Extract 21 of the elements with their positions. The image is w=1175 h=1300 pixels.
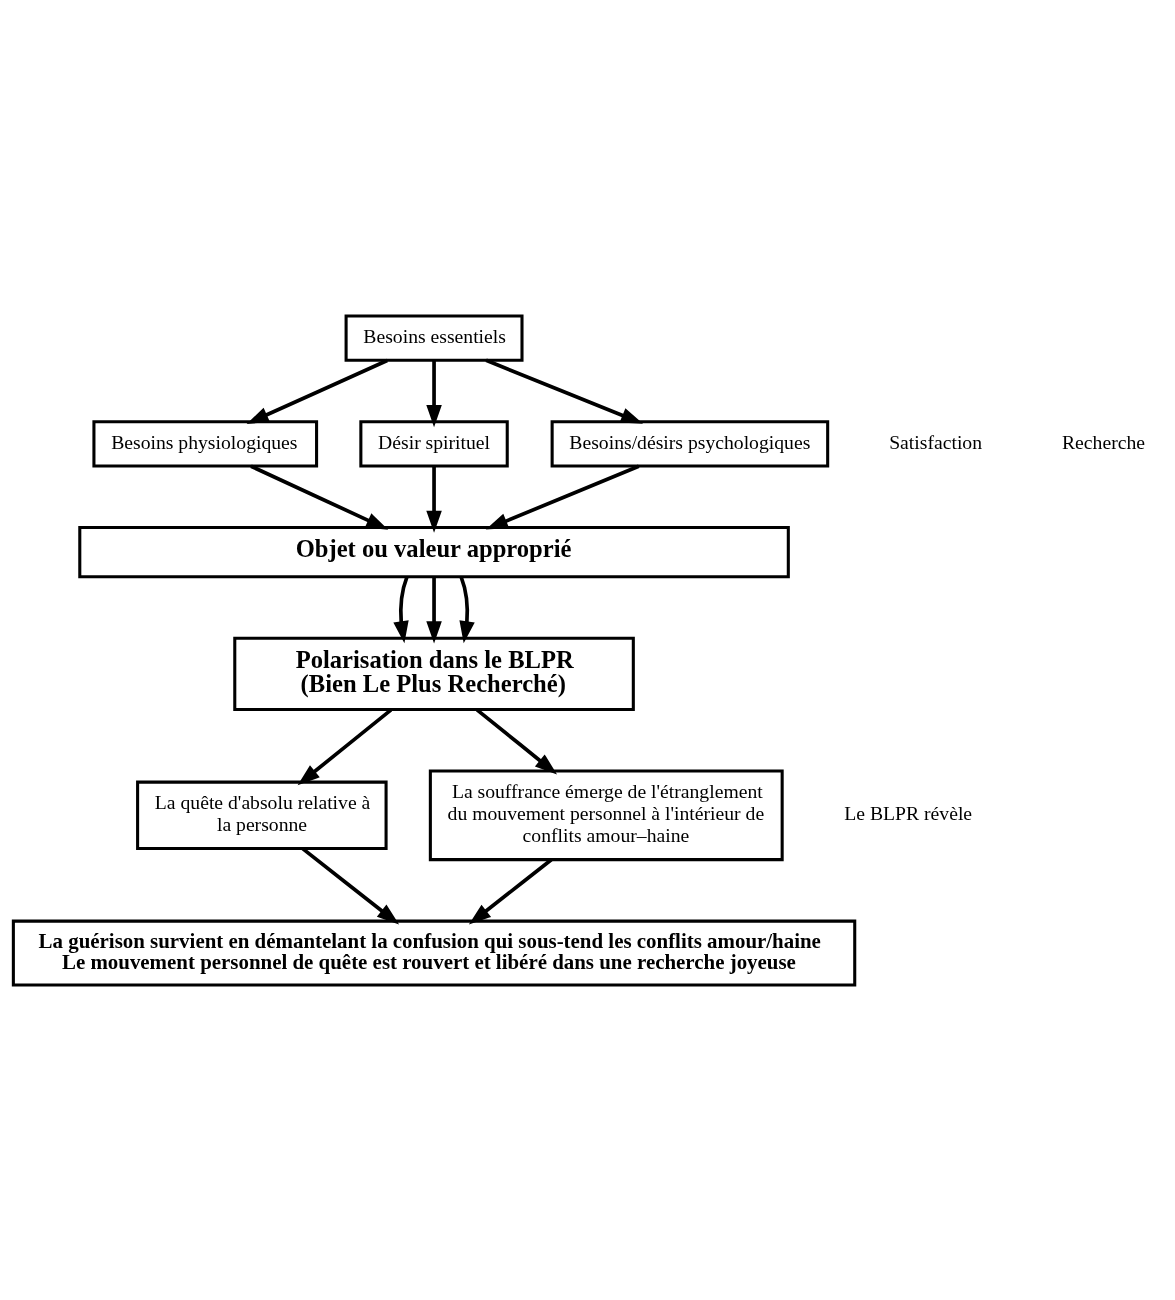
arrow xyxy=(250,464,389,530)
node-box: Polarisation dans le BLPR (Bien Le Plus Recherché) xyxy=(233,636,635,711)
arrow xyxy=(246,358,388,424)
node-box: La guérison survient en démantelant la confusion qui sous-tend les conflits amour/haine Le mouvement personnel de quête est rouvert et libéré dans une recherche joyeuse xyxy=(11,919,857,987)
label: Le BLPR révèle xyxy=(844,801,973,824)
node-box: Besoins physiologiques xyxy=(92,419,319,468)
arrow xyxy=(426,466,442,533)
arrow xyxy=(426,576,442,643)
label: Recherche xyxy=(1062,430,1146,453)
node-box: Besoins/désirs psychologiques xyxy=(550,419,830,468)
label: Satisfaction xyxy=(889,430,983,453)
arrow xyxy=(485,464,640,529)
arrow xyxy=(393,575,409,643)
node-box: Besoins essentiels xyxy=(344,313,524,362)
arrow xyxy=(426,360,442,427)
node-box: Désir spirituel xyxy=(359,419,509,468)
arrow xyxy=(485,358,644,424)
node-box: La souffrance émerge de l'étranglement du mouvement personnel à l'intérieur de conflits amour–haine xyxy=(428,769,784,861)
node-box: Objet ou valeur approprié xyxy=(78,525,790,578)
node-box: La quête d'absolu relative à la personne xyxy=(136,780,388,850)
arrow xyxy=(459,575,475,643)
